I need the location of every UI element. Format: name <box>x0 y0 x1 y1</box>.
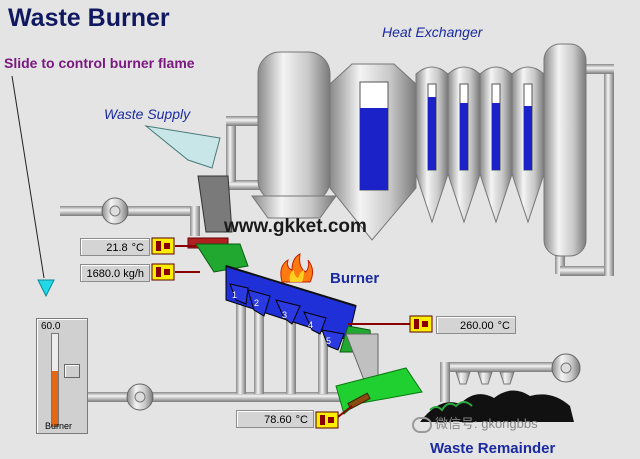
supply-temp-readout: 21.8°C <box>80 238 150 256</box>
column-2-level <box>460 103 468 170</box>
grate-section-label: 5 <box>326 336 331 346</box>
supply-temp-unit: °C <box>131 242 144 254</box>
grate-sections: 1 2 3 4 5 <box>229 283 345 351</box>
grate-section-label: 2 <box>254 298 259 308</box>
sensor-remainder-temp-icon <box>315 411 339 429</box>
burner-temp-readout: 260.00°C <box>436 316 516 334</box>
waste-remainder-pile <box>414 390 574 422</box>
sensor-flow-icon <box>151 263 175 281</box>
slider-value: 60.0 <box>41 321 61 332</box>
cyclone-columns <box>415 66 545 224</box>
slider-thumb[interactable] <box>64 364 80 378</box>
heat-exchanger-drum <box>251 51 337 219</box>
remainder-temp-readout: 78.60°C <box>236 410 314 428</box>
slider-label: Burner <box>45 421 73 431</box>
pump-bottom-left <box>126 383 154 411</box>
waste-remainder-label: Waste Remainder <box>430 440 556 457</box>
slider-instruction: Slide to control burner flame <box>4 55 195 71</box>
grate-section-label: 1 <box>232 290 237 300</box>
watermark-text: www.gkket.com <box>224 216 367 237</box>
sensor-lines <box>175 245 412 421</box>
column-4-level <box>524 106 532 170</box>
slider-track[interactable] <box>51 333 59 427</box>
supply-temp-value: 21.8 <box>106 242 128 254</box>
pump-top-left <box>101 197 129 225</box>
sensor-burner-temp-icon <box>409 315 433 333</box>
ash-chute <box>335 333 423 415</box>
flame-icon <box>280 253 314 283</box>
wechat-watermark: 微信号: gkongbbs <box>412 413 538 433</box>
burner-grate <box>195 243 373 353</box>
remainder-temp-value: 78.60 <box>264 414 292 426</box>
main-tank-level <box>360 108 388 190</box>
burner-temp-unit: °C <box>497 320 510 332</box>
slider-pointer <box>11 75 55 298</box>
heat-exchanger-label: Heat Exchanger <box>382 24 483 40</box>
grate-section-label: 3 <box>282 310 287 320</box>
pump-right <box>551 353 581 383</box>
column-3-level <box>492 103 500 170</box>
waste-supply-hopper <box>144 125 233 249</box>
heat-exchanger-tank <box>329 63 417 241</box>
flow-value: 1680.0 kg/h <box>86 268 145 280</box>
column-1-level <box>428 97 436 170</box>
wechat-text: 微信号: gkongbbs <box>435 416 538 431</box>
sensor-supply-temp-icon <box>151 237 175 255</box>
burner-flame-slider-panel: 60.0 Burner <box>36 318 88 434</box>
remainder-temp-unit: °C <box>295 414 308 426</box>
waste-supply-label: Waste Supply <box>104 106 191 122</box>
burner-temp-value: 260.00 <box>460 320 494 332</box>
wechat-icon <box>412 416 432 433</box>
chimney-stack <box>543 43 587 257</box>
flow-readout: 1680.0 kg/h <box>80 264 150 282</box>
dust-hoppers <box>455 371 515 385</box>
slider-fill <box>52 371 58 426</box>
grate-section-label: 4 <box>308 320 313 330</box>
burner-label: Burner <box>330 270 380 287</box>
page-title: Waste Burner <box>8 4 170 32</box>
